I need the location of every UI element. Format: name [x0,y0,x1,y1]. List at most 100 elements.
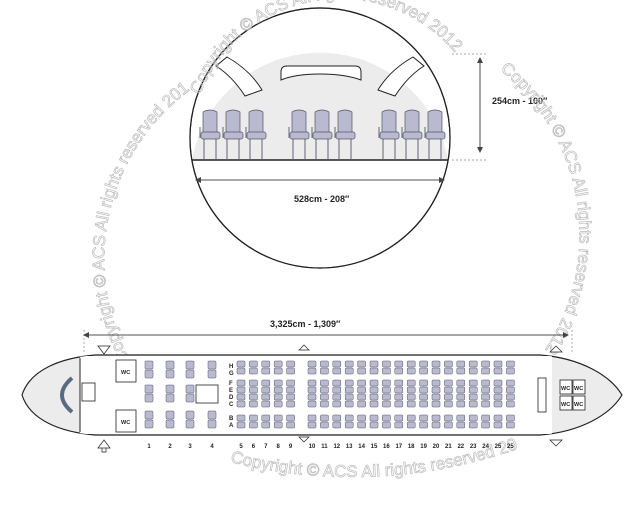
seat [394,421,404,429]
seat [382,400,391,408]
seat [506,400,515,408]
seat [394,400,404,408]
seat [357,379,366,387]
seat [493,400,503,408]
seat [419,400,428,408]
seat [431,386,441,394]
seat [236,414,246,422]
cabin-length-label: 3,325cm - 1,309″ [270,319,341,329]
row-number: 15 [371,444,378,450]
seat [332,386,342,394]
seat [468,400,478,408]
seat [344,367,354,375]
seat [456,379,466,387]
seat [444,421,453,429]
seat [344,386,354,394]
seat [357,360,366,368]
row-number: 21 [445,444,452,450]
seat [165,410,175,420]
overhead-bin-right [377,56,425,97]
row-number: 7 [264,444,268,450]
seat [493,379,503,387]
watermark-left: Copyright © ACS All rights reserved 2012 [0,0,193,367]
seat [456,400,466,408]
seat [419,386,428,394]
seat [444,379,453,387]
seat [332,400,342,408]
seat [406,414,416,422]
seat [144,369,154,379]
seat [273,421,283,429]
galley-mid [195,384,219,404]
row-number: 13 [346,444,353,450]
row-number: 5 [239,444,243,450]
seat [332,367,342,375]
seat [261,367,271,375]
seat [249,386,258,394]
seat [394,360,404,368]
seat [144,384,154,394]
seat [320,421,329,429]
seat [493,393,503,401]
row-number: 17 [395,444,402,450]
seat [493,360,503,368]
seat [236,393,246,401]
seat [249,360,258,368]
seat [273,393,283,401]
seat [273,386,283,394]
seat [419,367,428,375]
seat [165,384,175,394]
seat [481,414,490,422]
seat [320,414,329,422]
seat [144,360,154,370]
cabin-height-label: 254cm - 100″ [492,96,548,106]
seat [307,379,317,387]
row-number: 2 [168,444,172,450]
seat [394,414,404,422]
row-number: 10 [309,444,316,450]
seat [506,367,515,375]
row-number: 24 [482,444,489,450]
seat [307,414,317,422]
row-number: 25 [507,444,514,450]
seat [406,360,416,368]
seat [144,410,154,420]
seat [456,367,466,375]
seat [493,386,503,394]
seat [431,379,441,387]
seat [207,360,217,370]
seat [144,419,154,429]
seat [468,360,478,368]
seat [468,414,478,422]
exit-arrow-rear-bottom [549,439,563,447]
seat [431,421,441,429]
seat [207,369,217,379]
wc-label-rear-3: WC [561,402,570,408]
seat [369,379,379,387]
cockpit-window [60,376,74,414]
seat [261,393,271,401]
seat [419,421,428,429]
seat [286,367,295,375]
seat [307,393,317,401]
cabin-width-label: 528cm - 208″ [294,194,350,204]
seat [382,421,391,429]
seat-letter-b: B [229,416,234,422]
cross-section-seat [378,109,400,160]
seat [481,386,490,394]
seat [419,379,428,387]
cross-section-seat [311,109,333,160]
seat [236,386,246,394]
row-number: 19 [420,444,427,450]
cross-section-seat [288,109,310,160]
seat [382,393,391,401]
row-number: 1 [147,444,151,450]
seat [431,393,441,401]
cross-section-seat [334,109,356,160]
seat [493,414,503,422]
wc-label-front-left: WC [121,370,130,376]
seat [382,360,391,368]
seat [369,393,379,401]
seat [236,400,246,408]
seat [419,393,428,401]
